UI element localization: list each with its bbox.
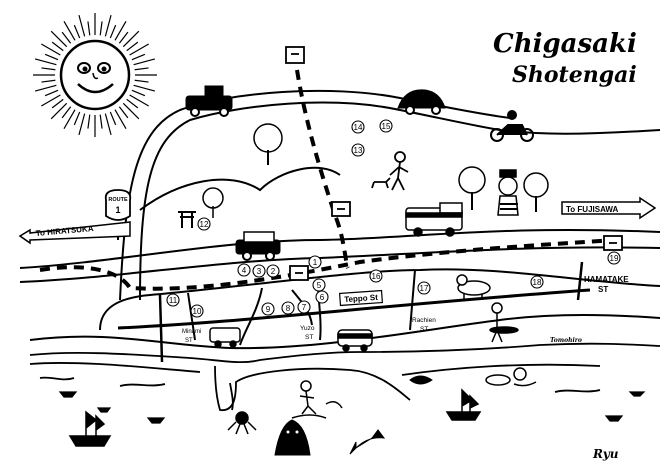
torii-icon <box>178 211 196 228</box>
yuzo-street-label-1: Yuzo <box>300 325 315 332</box>
hamatake-street-label-1: HAMATAKE <box>584 275 629 284</box>
location-markers: 1 2 3 4 5 6 7 8 9 10 11 12 13 14 15 16 1… <box>166 119 621 318</box>
fish-icon <box>409 375 433 385</box>
car-icon <box>185 85 446 261</box>
pedestrian-icon <box>371 151 409 191</box>
location-marker-label: 2 <box>271 267 276 276</box>
corner-mark: Tomohiro <box>550 337 582 344</box>
location-marker-16[interactable]: 16 <box>369 269 383 283</box>
bus-stop-sign-icon <box>285 46 623 281</box>
location-marker-label: 1 <box>313 258 318 267</box>
location-marker-label: 16 <box>372 272 381 281</box>
location-marker-label: 3 <box>257 267 262 276</box>
boat-icon <box>58 391 646 424</box>
tree-icon <box>202 123 549 218</box>
location-marker-8[interactable]: 8 <box>281 301 295 315</box>
direction-arrow-east: To FUJISAWA <box>561 196 657 220</box>
location-marker-label: 15 <box>382 122 391 131</box>
location-marker-label: 10 <box>193 307 202 316</box>
location-marker-17[interactable]: 17 <box>417 281 431 295</box>
coastline <box>29 342 660 411</box>
location-marker-label: 8 <box>286 304 291 313</box>
route-sign-top: ROUTE <box>108 197 128 203</box>
location-marker-10[interactable]: 10 <box>190 304 204 318</box>
railway-line <box>39 69 616 291</box>
location-marker-18[interactable]: 18 <box>530 275 544 289</box>
dog-icon <box>456 274 491 300</box>
location-marker-13[interactable]: 13 <box>351 143 365 157</box>
direction-east-label: To FUJISAWA <box>566 205 619 214</box>
location-marker-2[interactable]: 2 <box>266 264 280 278</box>
seal-icon <box>274 419 311 456</box>
camper-van-icon <box>405 202 463 237</box>
location-marker-label: 19 <box>610 254 619 263</box>
ship-icon <box>68 388 482 447</box>
location-marker-label: 9 <box>266 305 271 314</box>
location-marker-3[interactable]: 3 <box>252 264 266 278</box>
route-sign-number: 1 <box>115 205 120 215</box>
location-marker-label: 7 <box>302 303 307 312</box>
yuzo-street-label-2: ST <box>305 334 313 341</box>
location-marker-label: 4 <box>242 266 247 275</box>
location-marker-label: 6 <box>320 293 325 302</box>
location-marker-label: 5 <box>317 281 322 290</box>
location-marker-7[interactable]: 7 <box>297 300 311 314</box>
location-marker-9[interactable]: 9 <box>261 302 275 316</box>
location-marker-label: 11 <box>169 296 178 305</box>
direction-arrow-west: To HIRATSUKA <box>18 221 131 245</box>
bus-icon <box>337 329 373 352</box>
location-marker-12[interactable]: 12 <box>197 217 211 231</box>
location-marker-11[interactable]: 11 <box>166 293 180 307</box>
location-marker-6[interactable]: 6 <box>315 290 329 304</box>
map-title-line2: Shotengai <box>512 62 637 88</box>
hamatake-street-label-2: ST <box>598 285 608 294</box>
teppo-street-sign: Teppo St <box>338 289 384 307</box>
location-marker-label: 12 <box>200 220 209 229</box>
man-icon <box>497 169 519 216</box>
location-marker-5[interactable]: 5 <box>312 278 326 292</box>
location-marker-14[interactable]: 14 <box>351 120 365 134</box>
wave-surfer-icon <box>291 380 343 419</box>
minami-street-label-1: Minami <box>182 329 201 335</box>
artist-signature: Ryu <box>592 447 619 461</box>
shark-icon <box>349 429 386 455</box>
location-marker-label: 18 <box>533 278 542 287</box>
rachien-street-label-1: Rachien <box>412 317 436 324</box>
van-icon <box>209 327 241 348</box>
location-marker-1[interactable]: 1 <box>308 255 322 269</box>
map-title-line1: Chigasaki <box>493 29 637 59</box>
location-marker-15[interactable]: 15 <box>379 119 393 133</box>
location-marker-4[interactable]: 4 <box>237 263 251 277</box>
location-marker-label: 17 <box>420 284 429 293</box>
route-sign: ROUTE 1 <box>104 189 132 240</box>
swimmer-icon <box>485 367 537 387</box>
teppo-street-line <box>117 261 591 363</box>
minami-street-label-2: ST <box>185 338 193 344</box>
octopus-icon <box>227 411 257 435</box>
teppo-street-label: Teppo St <box>344 293 379 304</box>
location-marker-label: 13 <box>354 146 363 155</box>
motorcycle-icon <box>490 110 534 142</box>
rachien-street-label-2: ST <box>420 326 428 333</box>
location-marker-19[interactable]: 19 <box>607 251 621 265</box>
sun-icon <box>33 13 157 137</box>
surfer-icon <box>489 302 519 343</box>
location-marker-label: 14 <box>354 123 363 132</box>
